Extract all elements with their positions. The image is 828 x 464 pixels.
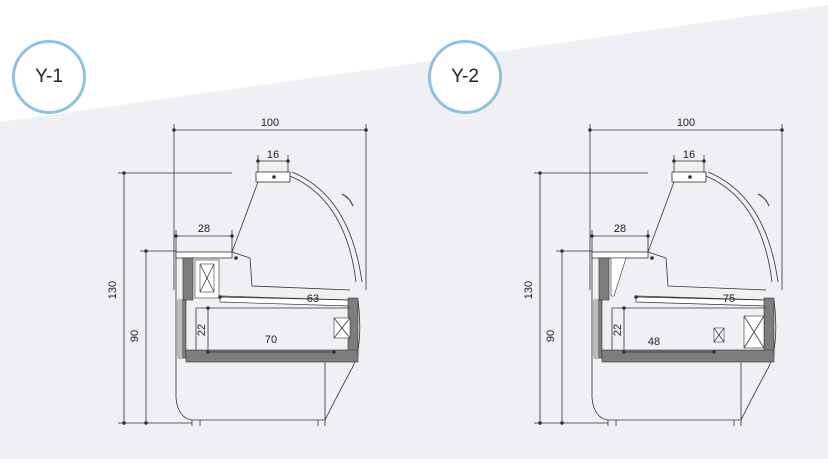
rear-unit-cross: [199, 263, 215, 293]
dimension-label-base-height: 22: [196, 324, 208, 336]
dimension-arrow: [622, 306, 626, 310]
panel-highlight: [594, 300, 598, 358]
evaporator-cross: [743, 315, 765, 349]
rear-counter: [591, 251, 649, 259]
tray-fixing: [234, 256, 238, 260]
variant-label: Y-2: [451, 66, 479, 87]
variant-label: Y-1: [35, 66, 63, 87]
dimension-label-base-height: 22: [612, 324, 624, 336]
variant-badge-y2: Y-2: [428, 40, 502, 114]
dimension-label-top-width: 16: [683, 149, 695, 161]
panel-highlight: [178, 300, 182, 358]
canopy-light: [272, 175, 276, 179]
dimension-arrow: [332, 350, 336, 354]
dimension-arrow: [588, 128, 592, 132]
dimension-arrow: [560, 421, 564, 425]
dimension-arrow: [172, 128, 176, 132]
dimension-arrow: [538, 171, 542, 175]
dimension-label-top-width: 16: [267, 149, 279, 161]
display-tray: [231, 251, 351, 291]
dimension-arrow: [122, 171, 126, 175]
dimension-arrow: [634, 295, 638, 299]
dimension-arrow: [230, 234, 234, 238]
dimension-arrow: [174, 234, 178, 238]
dimension-line-shelf: [635, 296, 767, 301]
dimension-label-overall-width: 100: [677, 117, 695, 129]
dimension-label-side-width: 28: [198, 223, 210, 235]
cabinet-outline: [591, 252, 777, 421]
dimension-arrow: [560, 249, 564, 253]
rear-glass-panel: [647, 181, 675, 253]
evaporator-cross: [333, 317, 351, 339]
cabinet-outline: [175, 252, 361, 421]
opening-arrow: [757, 193, 770, 207]
dimension-arrow: [122, 421, 126, 425]
dimension-label-base-depth: 48: [648, 336, 660, 348]
dimension-arrow: [286, 159, 290, 163]
display-tray: [647, 251, 767, 291]
dimension-label-total-height: 130: [107, 281, 119, 299]
dimension-arrow: [590, 234, 594, 238]
lower-base-plate: [185, 349, 359, 363]
opening-arrow: [341, 193, 354, 207]
dimension-arrow: [622, 350, 626, 354]
dimension-arrow: [144, 421, 148, 425]
dimension-label-counter-height: 90: [545, 330, 557, 342]
dimension-label-shelf: 75: [723, 293, 735, 305]
curved-glass-outer: [291, 171, 363, 283]
background-grey-band: [0, 5, 828, 459]
rear-unit-box: [610, 257, 627, 297]
dimension-arrow: [712, 350, 716, 354]
dimension-label-base-depth: 70: [265, 334, 277, 346]
dimension-arrow: [646, 234, 650, 238]
dimension-label-counter-height: 90: [129, 330, 141, 342]
variant-badge-y1: Y-1: [12, 40, 86, 114]
dimension-arrow: [144, 249, 148, 253]
dimension-label-total-height: 130: [523, 281, 535, 299]
dimension-arrow: [206, 350, 210, 354]
curved-glass: [289, 175, 357, 283]
dimension-label-overall-width: 100: [261, 117, 279, 129]
rear-glass-panel: [231, 181, 259, 253]
tray-fixing: [650, 256, 654, 260]
dimension-arrow: [702, 159, 706, 163]
front-post: [763, 297, 775, 357]
canopy-light: [688, 175, 692, 179]
dimension-arrow: [206, 306, 210, 310]
dimension-arrow: [364, 128, 368, 132]
dimension-arrow: [218, 295, 222, 299]
dimension-label-side-width: 28: [614, 223, 626, 235]
lower-base-plate: [601, 349, 775, 363]
dimension-arrow: [780, 128, 784, 132]
rear-wall-panel: [182, 257, 194, 301]
curved-glass-outer: [707, 171, 779, 283]
curved-glass: [705, 175, 773, 283]
drain-cross: [713, 327, 725, 343]
rear-counter: [175, 251, 233, 259]
dimension-arrow: [256, 159, 260, 163]
dimension-line-shelf: [219, 296, 351, 301]
dimension-arrow: [672, 159, 676, 163]
dimension-arrow: [538, 421, 542, 425]
dimension-label-shelf: 63: [307, 293, 319, 305]
rear-wall-panel: [598, 257, 610, 301]
